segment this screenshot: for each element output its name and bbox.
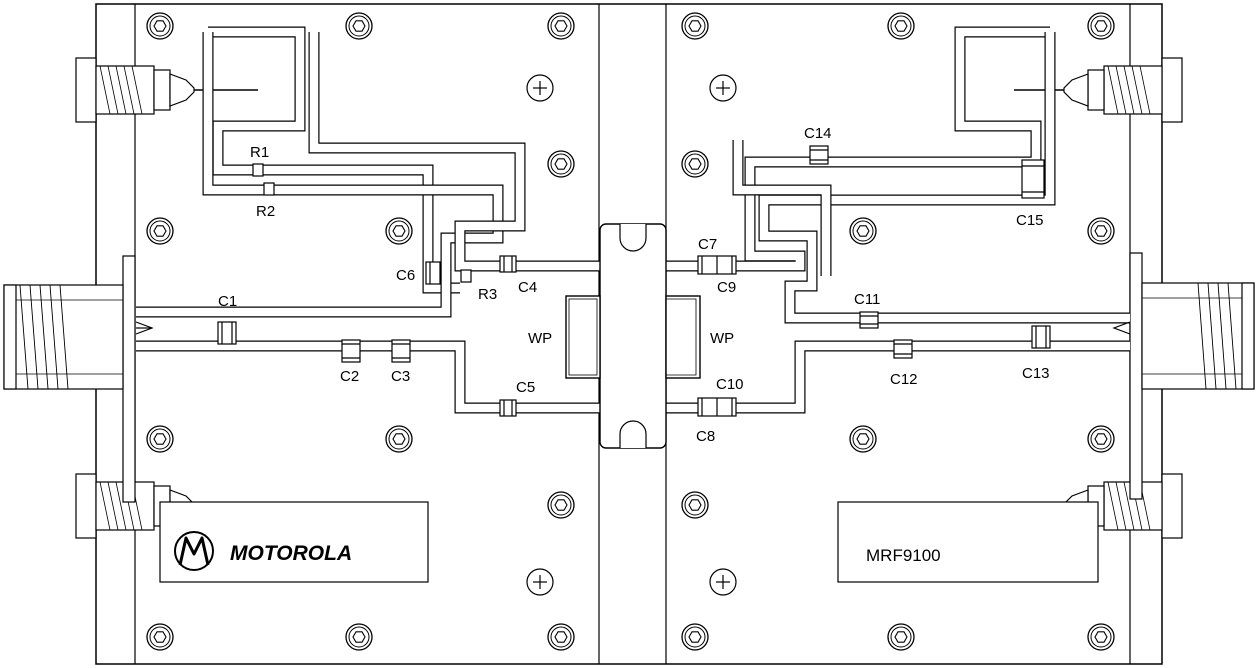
hex-screw-icon bbox=[1087, 623, 1115, 651]
hex-screw-icon bbox=[681, 491, 709, 519]
component-C8-C10 bbox=[697, 397, 737, 417]
part-number: MRF9100 bbox=[866, 546, 941, 565]
hex-screw-icon bbox=[681, 12, 709, 40]
brand-name: MOTOROLA bbox=[230, 542, 352, 565]
component-C14 bbox=[809, 145, 829, 165]
component-labels: R1 R2 R3 C1 C2 C3 C4 C5 C6 C7 C8 C9 C10 … bbox=[218, 125, 1050, 445]
label-C13: C13 bbox=[1022, 365, 1050, 382]
label-C12: C12 bbox=[890, 371, 918, 388]
n-connector-right bbox=[1129, 252, 1255, 500]
hex-screw-icon bbox=[146, 217, 174, 245]
label-C15: C15 bbox=[1016, 212, 1044, 229]
hex-screw-icon bbox=[849, 217, 877, 245]
phillips-screw-icon bbox=[526, 74, 554, 102]
component-C7-C9 bbox=[697, 255, 737, 275]
hex-screw-icon bbox=[887, 623, 915, 651]
label-C5: C5 bbox=[516, 379, 535, 396]
hex-screw-icon bbox=[385, 425, 413, 453]
component-R2 bbox=[263, 182, 275, 196]
label-C2: C2 bbox=[340, 368, 359, 385]
component-C5 bbox=[499, 399, 517, 417]
label-C3: C3 bbox=[391, 368, 410, 385]
hex-screw-icon bbox=[547, 623, 575, 651]
label-R3: R3 bbox=[478, 286, 497, 303]
hex-screw-icon bbox=[1087, 425, 1115, 453]
motorola-logo-icon bbox=[174, 531, 214, 571]
label-C9: C9 bbox=[717, 279, 736, 296]
phillips-screw-icon bbox=[709, 568, 737, 596]
label-C10: C10 bbox=[716, 376, 744, 393]
component-C1 bbox=[217, 321, 237, 345]
right-bias-traces bbox=[666, 26, 1130, 414]
hex-screw-icon bbox=[547, 491, 575, 519]
label-WP-left: WP bbox=[528, 330, 552, 347]
label-C1: C1 bbox=[218, 293, 237, 310]
sma-connector-top-left bbox=[75, 57, 258, 123]
sma-connector-top-right bbox=[1014, 57, 1183, 123]
hex-screw-icon bbox=[345, 12, 373, 40]
hex-screw-icon bbox=[146, 12, 174, 40]
component-C4 bbox=[499, 255, 517, 273]
hex-screw-icon bbox=[1087, 12, 1115, 40]
hex-screw-icon bbox=[887, 12, 915, 40]
components bbox=[217, 145, 1051, 417]
component-C15 bbox=[1021, 159, 1045, 199]
label-C4: C4 bbox=[518, 279, 537, 296]
hex-screw-icon bbox=[681, 150, 709, 178]
label-R1: R1 bbox=[250, 144, 269, 161]
phillips-screw-icon bbox=[526, 568, 554, 596]
left-bias-traces bbox=[136, 26, 600, 414]
label-C6: C6 bbox=[396, 267, 415, 284]
label-plates bbox=[159, 501, 1099, 583]
label-C8: C8 bbox=[696, 428, 715, 445]
component-R1 bbox=[252, 163, 264, 177]
hex-screw-icon bbox=[1087, 217, 1115, 245]
component-C11 bbox=[859, 311, 879, 329]
hex-screw-icon bbox=[547, 12, 575, 40]
label-C14: C14 bbox=[804, 125, 832, 142]
hex-screw-icon bbox=[146, 623, 174, 651]
label-C11: C11 bbox=[854, 291, 880, 308]
hex-screw-icon bbox=[681, 623, 709, 651]
n-connector-left bbox=[3, 255, 136, 503]
component-C13 bbox=[1031, 325, 1051, 349]
hex-screw-icon bbox=[345, 623, 373, 651]
hex-screw-icon bbox=[547, 150, 575, 178]
label-C7: C7 bbox=[698, 236, 717, 253]
component-C2 bbox=[341, 339, 361, 363]
transistor-package bbox=[565, 223, 701, 449]
label-WP-right: WP bbox=[710, 330, 734, 347]
rf-mainline bbox=[135, 321, 1131, 335]
phillips-screw-icon bbox=[709, 74, 737, 102]
component-C6 bbox=[425, 261, 441, 285]
hex-screw-icon bbox=[849, 425, 877, 453]
component-C12 bbox=[893, 339, 913, 359]
label-R2: R2 bbox=[256, 203, 275, 220]
component-R3 bbox=[460, 269, 472, 283]
component-C3 bbox=[391, 339, 411, 363]
hex-screw-icon bbox=[385, 217, 413, 245]
hex-screw-icon bbox=[146, 425, 174, 453]
